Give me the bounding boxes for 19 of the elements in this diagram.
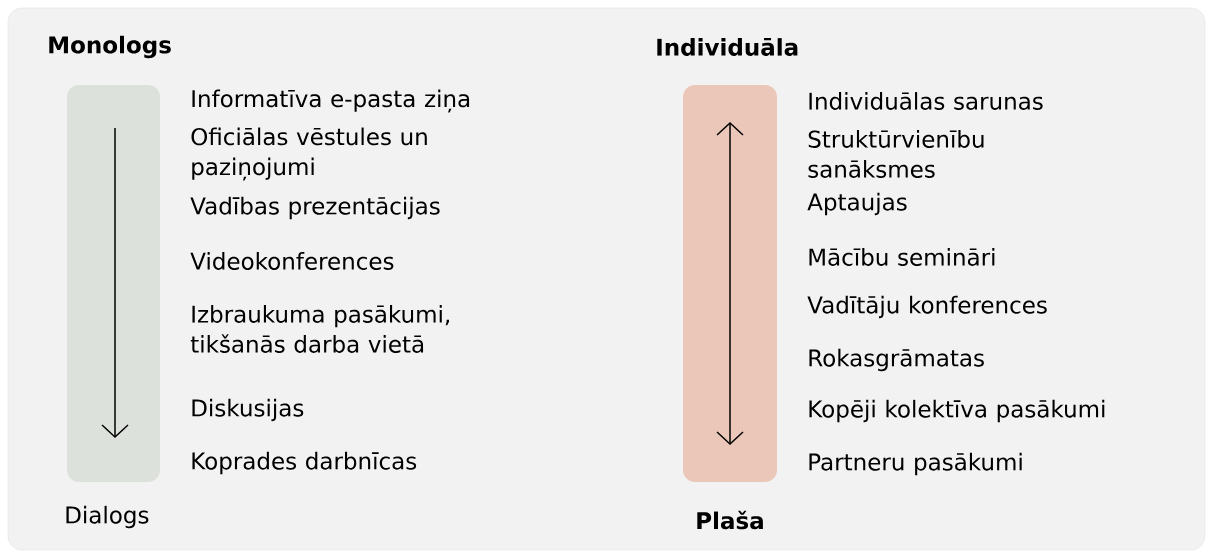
list-item: Aptaujas [807, 192, 907, 216]
list-item: Mācību semināri [809, 248, 995, 266]
heading: Monologs [49, 35, 171, 59]
list-item: Struktūrvienību sanāksmes [808, 130, 984, 178]
list-item: Videokonferences [190, 252, 394, 270]
list-item: Vadītāju konferences [807, 295, 1047, 319]
list-item: Koprades darbnīcas [192, 451, 417, 475]
list-item: Oficiālas vēstules un paziņojumi [191, 127, 427, 181]
list-item: Individuālas sarunas [809, 92, 1043, 110]
list-item: Kopēji kolektīva pasākumi [809, 399, 1105, 423]
list-item: Vadības prezentācijas [190, 196, 440, 220]
heading: Individuāla [657, 38, 798, 56]
list-item: Informatīva e-pasta ziņa [192, 89, 470, 113]
heading: Dialogs [66, 505, 149, 529]
list-item: Izbraukuma pasākumi, tikšanās darba vietā [190, 305, 449, 353]
list-item: Rokasgrāmatas [809, 348, 984, 372]
list-item: Diskusijas [192, 398, 304, 422]
list-item: Partneru pasākumi [809, 452, 1022, 476]
heading: Plaša [697, 510, 763, 530]
